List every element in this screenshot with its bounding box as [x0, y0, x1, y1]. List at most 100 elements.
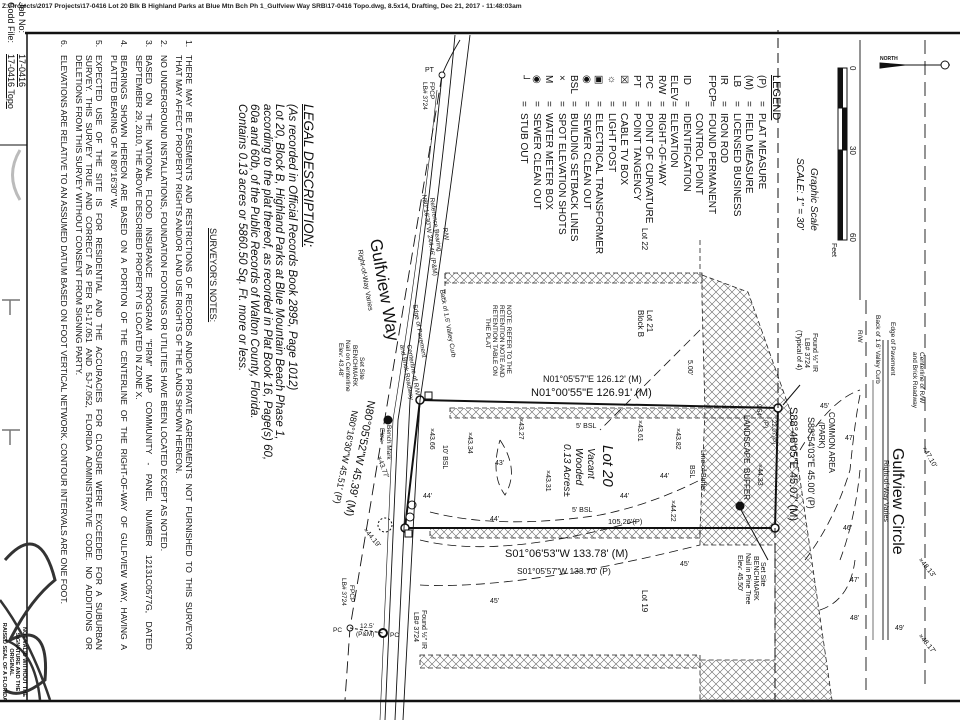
note-line: THERE MAY BE EASEMENTS AND RESTRICTIONS …: [184, 55, 194, 650]
job-no-label: Job No:: [17, 2, 27, 34]
legend-abbr: BSL: [568, 75, 580, 94]
benchmark-way-3: Nail on Centerline: [344, 340, 351, 392]
legend-abbr: (M): [743, 75, 755, 90]
legend-item: ID=IDENTIFICATION: [680, 75, 692, 254]
contour-label: 48': [850, 615, 859, 622]
file-path-header: Z:\Projects\2017 Projects\17-0416 Lot 20…: [2, 3, 522, 10]
note-number: 4.: [119, 40, 129, 48]
fpcp-top-2: LB# 3724: [421, 82, 428, 110]
contour-label: 47': [850, 577, 859, 584]
electrical-transformer-icon: [404, 529, 413, 538]
legend-item: ◉=SEWER CLEAN OUT: [530, 75, 542, 254]
found-ir-1: Found ½" IR: [811, 333, 819, 372]
legend-item: R/W=RIGHT-OF-WAY: [655, 75, 667, 254]
gulfview-circle-label: Gulfview Circle: [889, 448, 906, 555]
legend-equals: =: [706, 101, 717, 107]
legend-text: LICENSED BUSINESS: [731, 113, 742, 217]
legend-equals: =: [543, 101, 555, 107]
utility-symbols: [377, 391, 433, 538]
note-line: ELEVATIONS ARE RELATIVE TO AN ASSUMED DA…: [59, 55, 69, 604]
legend-text: FOUND PERMANENT: [706, 113, 717, 215]
contour-label: 44': [423, 493, 432, 500]
retention-note-2: RETENTION NOTE AND: [498, 305, 505, 378]
line-of-buffer: Line of Buffer: [699, 450, 706, 492]
legend-abbr: ELEV: [668, 75, 680, 101]
legal-line: (As recorded in Official Records Book 28…: [286, 104, 298, 391]
legend-abbr: (P): [756, 75, 767, 89]
note-number: 6.: [59, 40, 69, 48]
legal-line: Contains 0.13 acres or 5860.50 Sq. Ft. m…: [235, 104, 248, 372]
legend-abbr: M: [543, 75, 555, 84]
legend-abbr: ☼: [606, 75, 617, 85]
legend-equals: =: [668, 101, 680, 107]
setback-dim: 5.00': [686, 360, 693, 375]
benchmark-way-2: BENCHMARK: [351, 345, 358, 387]
legend-text: POINT TANGENCY: [631, 113, 642, 201]
contour-label: 43': [495, 460, 504, 467]
landscape-label: LANDSCAPE: [742, 415, 751, 463]
legend-text: CONTROL POINT: [693, 113, 705, 195]
legend-equals: =: [556, 101, 567, 107]
legend-item: (M)=FIELD MEASURE: [742, 75, 755, 254]
legend-abbr: ☒: [618, 75, 630, 84]
legend-item: IR=IRON ROD: [717, 75, 730, 254]
note-item: 4. BEARINGS SHOWN HEREON ARE BASED ON A P…: [109, 40, 129, 650]
legend-text: WATER METER BOX: [543, 113, 555, 210]
legend-equals: =: [681, 101, 692, 107]
benchmark-tree-1: Set Site: [759, 562, 766, 587]
note-line: THAT MAY AFFECT PROPERTY RIGHTS AND/OR L…: [174, 55, 184, 474]
legend-text: PLAT MEASURE: [756, 113, 767, 190]
benchmark-tree-2: BENCHMARK: [752, 556, 759, 601]
legend-abbr: R/W: [656, 75, 667, 95]
circle-rw: R/W: [856, 330, 863, 344]
legend-equals: =: [568, 101, 580, 107]
benchmark-nail-icon: [383, 415, 393, 425]
legend-text: ELECTRICAL TRANSFORMER: [593, 113, 605, 255]
legend-item: ×=SPOT ELEVATION SHOTS: [555, 75, 567, 254]
circle-centerline-2: and Brick Roadway: [911, 352, 918, 409]
contour-label: 46': [843, 525, 852, 532]
legend-text: IRON ROD: [718, 113, 730, 163]
legend-item: PC=POINT OF CURVATURE: [642, 75, 655, 254]
circle-centerline-1: Centerline of R/W: [918, 352, 925, 404]
north-label: NORTH: [880, 56, 898, 62]
scale-unit: Feet: [830, 243, 837, 257]
legend-text: IDENTIFICATION: [681, 113, 692, 192]
legend-equals: =: [631, 101, 642, 107]
lot-20-area: 0.13 Acres±: [561, 444, 572, 497]
contour-label: 44': [490, 516, 499, 523]
found-ir-2: LB# 3724: [803, 338, 810, 368]
legal-line: 60a and 60b, of the Public Records of Wa…: [248, 104, 261, 419]
point-of-tangency-icon: [438, 71, 446, 79]
cadd-file-label: Codd File:: [6, 2, 16, 44]
note-line: NO UNDERGROUND INSTALLATIONS, FOUNDATION…: [159, 55, 169, 552]
legend-title: LEGEND: [770, 75, 782, 121]
note-number: 2.: [159, 40, 169, 48]
spot-elev: ×43.82: [674, 428, 681, 450]
legend-item: ☼=LIGHT POST: [605, 75, 617, 254]
water-meter-box-icon: [424, 391, 433, 400]
corner-dim-3: 22.07'(P): [770, 420, 776, 444]
lot-20-label: Lot 20: [599, 445, 616, 487]
legend-abbr: ◉: [581, 75, 592, 84]
legend-equals: =: [656, 101, 667, 107]
legend-item: ▣=ELECTRICAL TRANSFORMER: [592, 75, 605, 254]
contour-label: 45': [680, 561, 689, 568]
bsl-south: 5' BSL: [572, 507, 593, 514]
benchmark-tree-3: Nail in Pine Tree: [744, 553, 751, 604]
retention-note-3: RETENTION TABLE ON: [491, 305, 498, 376]
spot-elev: ×43.34: [466, 432, 473, 454]
note-line: BEARINGS SHOWN HEREON ARE BASED ON A POR…: [119, 55, 129, 650]
legend-text: SEWER CLEAN OUT: [531, 113, 542, 210]
legend-abbr: [692, 75, 705, 101]
legend-abbr: PT: [631, 75, 642, 88]
legend-abbr: IR: [718, 75, 730, 85]
scale-text: SCALE: 1" = 30': [794, 158, 805, 231]
surveyors-notes-title: SURVEYOR'S NOTES:: [208, 228, 218, 323]
scale-tick-60: 60: [848, 233, 857, 242]
pc-label-2: PC: [390, 632, 399, 639]
legend-text: CABLE TV BOX: [618, 113, 630, 186]
lot-20-vacant: Vacant: [585, 448, 596, 480]
seal-notice-line: NOT VALID WITHOUT THE: [21, 626, 27, 698]
